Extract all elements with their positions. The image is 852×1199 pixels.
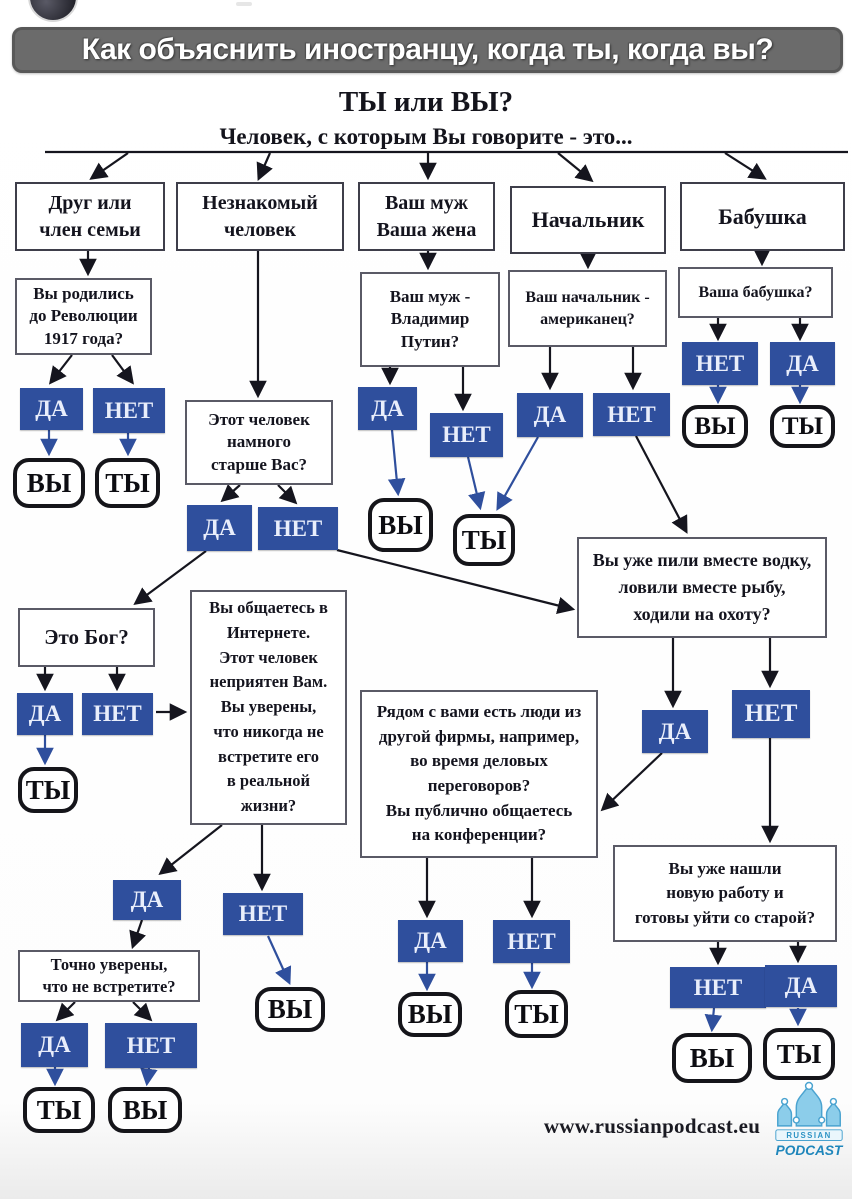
- story-progress-dash: [236, 2, 252, 6]
- question-sure-not-meet: Точно уверены, что не встретите?: [18, 950, 200, 1002]
- russian-podcast-logo: RUSSIAN PODCAST: [775, 1081, 844, 1158]
- black-arrows: [36, 150, 848, 1022]
- result-informal-sure: ТЫ: [23, 1087, 95, 1133]
- logo-text-russian: RUSSIAN: [786, 1131, 831, 1140]
- result-informal-revolution: ТЫ: [95, 458, 160, 508]
- question-putin: Ваш муж - Владимир Путин?: [360, 272, 500, 367]
- decision-yes-conference: ДА: [398, 920, 463, 962]
- decision-no-grandma: НЕТ: [682, 342, 758, 385]
- result-formal-putin: ВЫ: [368, 498, 433, 552]
- website-url: www.russianpodcast.eu: [543, 1114, 761, 1138]
- question-god: Это Бог?: [18, 608, 155, 667]
- question-new-job: Вы уже нашли новую работу и готовы уйти …: [613, 845, 837, 942]
- result-informal-god: ТЫ: [18, 767, 78, 813]
- decision-yes-vodka: ДА: [642, 710, 708, 753]
- decision-no-revolution: НЕТ: [93, 388, 165, 433]
- result-informal-putin-boss: ТЫ: [453, 514, 515, 566]
- decision-yes-new-job: ДА: [765, 965, 837, 1007]
- result-formal-conference: ВЫ: [398, 992, 462, 1037]
- chart-subtitle: Человек, с которым Вы говорите - это...: [219, 124, 633, 149]
- result-formal-sure: ВЫ: [108, 1087, 182, 1133]
- decision-no-sure: НЕТ: [105, 1023, 197, 1068]
- decision-no-god: НЕТ: [82, 693, 153, 735]
- decision-no-putin: НЕТ: [430, 413, 503, 457]
- result-formal-new-job: ВЫ: [672, 1033, 752, 1083]
- chart-title: ТЫ или ВЫ?: [338, 86, 514, 118]
- category-boss: Начальник: [510, 186, 666, 254]
- question-internet: Вы общаетесь в Интернете. Этот человек н…: [190, 590, 347, 825]
- decision-yes-god: ДА: [17, 693, 73, 735]
- result-informal-new-job: ТЫ: [763, 1028, 835, 1080]
- decision-yes-sure: ДА: [21, 1023, 88, 1067]
- decision-no-american: НЕТ: [593, 393, 670, 436]
- result-informal-conference: ТЫ: [505, 990, 568, 1038]
- result-formal-revolution: ВЫ: [13, 458, 85, 508]
- category-grandma: Бабушка: [680, 182, 845, 251]
- story-caption: Как объяснить иностранцу, когда ты, когд…: [12, 27, 843, 73]
- category-friend: Друг или член семьи: [15, 182, 165, 251]
- question-conference: Рядом с вами есть люди из другой фирмы, …: [360, 690, 598, 858]
- result-formal-internet: ВЫ: [255, 987, 325, 1032]
- category-stranger: Незнакомый человек: [176, 182, 344, 251]
- result-formal-grandma: ВЫ: [682, 405, 748, 448]
- question-older: Этот человек намного старше Вас?: [185, 400, 333, 485]
- question-your-grandma: Ваша бабушка?: [678, 267, 833, 318]
- decision-yes-american: ДА: [517, 393, 583, 437]
- category-spouse: Ваш муж Ваша жена: [358, 182, 495, 251]
- decision-yes-internet: ДА: [113, 880, 181, 920]
- question-american-boss: Ваш начальник - американец?: [508, 270, 667, 347]
- decision-no-older: НЕТ: [258, 507, 338, 550]
- decision-yes-older: ДА: [187, 505, 252, 551]
- decision-no-new-job: НЕТ: [670, 967, 766, 1008]
- blue-arrows: [36, 385, 809, 1087]
- result-informal-grandma: ТЫ: [770, 405, 835, 448]
- decision-yes-revolution: ДА: [20, 388, 83, 430]
- logo-text-podcast: PODCAST: [776, 1143, 844, 1158]
- question-revolution: Вы родились до Революции 1917 года?: [15, 278, 152, 355]
- decision-yes-putin: ДА: [358, 387, 417, 430]
- decision-no-internet: НЕТ: [223, 893, 303, 935]
- decision-yes-grandma: ДА: [770, 342, 835, 385]
- decision-no-conference: НЕТ: [493, 920, 570, 963]
- question-vodka: Вы уже пили вместе водку, ловили вместе …: [577, 537, 827, 638]
- decision-no-vodka: НЕТ: [732, 690, 810, 738]
